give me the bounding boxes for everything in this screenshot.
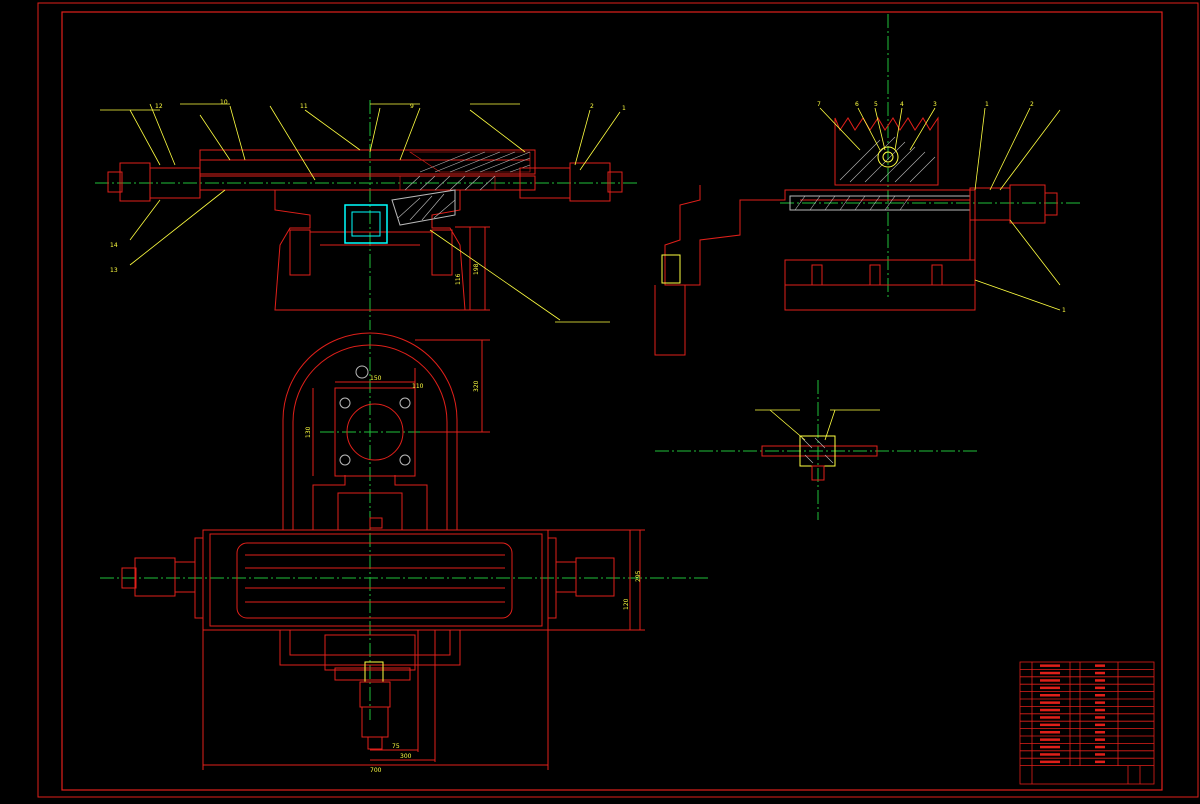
title-row-mark — [1040, 760, 1060, 764]
side-view — [654, 14, 1080, 356]
title-block-marks — [1040, 664, 1105, 764]
front-motor-flange — [344, 204, 388, 244]
plan-dim-150: 150 — [370, 375, 382, 382]
side-label-7: 7 — [817, 101, 821, 108]
title-row-mark — [1095, 701, 1105, 704]
front-label-11: 11 — [300, 103, 308, 110]
title-row-mark — [1095, 760, 1105, 764]
side-label-1a: 1 — [1062, 307, 1066, 314]
title-row-mark — [1095, 708, 1105, 712]
title-block — [1019, 661, 1155, 785]
front-leaders — [100, 103, 621, 323]
plan-dim-120: 120 — [623, 598, 630, 610]
title-row-mark — [1095, 716, 1105, 719]
side-label-5: 5 — [874, 101, 878, 108]
title-row-mark — [1040, 753, 1060, 756]
title-row-mark — [1040, 738, 1060, 741]
title-row-mark — [1040, 723, 1060, 727]
plan-view — [100, 332, 710, 770]
front-label-13: 13 — [110, 267, 118, 274]
front-dim-116: 116 — [455, 273, 462, 285]
front-label-12: 12 — [155, 103, 163, 110]
title-row-mark — [1040, 679, 1060, 682]
title-row-mark — [1040, 694, 1060, 697]
side-label-1b: 1 — [985, 101, 989, 108]
title-row-mark — [1095, 694, 1105, 697]
front-label-2: 2 — [590, 103, 594, 110]
plan-dim-75: 75 — [392, 743, 400, 750]
title-row-mark — [1095, 723, 1105, 727]
plan-dim-130: 130 — [305, 426, 312, 438]
front-label-group: 13 14 2 1 10 9 12 11 116 198 — [110, 99, 626, 285]
front-view — [95, 100, 640, 330]
plan-dim-300: 300 — [400, 753, 412, 760]
side-leaders — [819, 107, 1061, 311]
title-row-mark — [1040, 671, 1060, 675]
sheet-border — [37, 2, 1199, 798]
side-label-3: 3 — [933, 101, 937, 108]
plan-dim-group: 150 110 130 320 120 295 75 300 700 — [305, 375, 642, 774]
title-row-mark — [1095, 738, 1105, 741]
side-label-6: 6 — [855, 101, 859, 108]
front-hatch — [399, 151, 531, 191]
front-label-14: 14 — [110, 242, 118, 249]
front-dim-198: 198 — [473, 263, 480, 275]
title-row-mark — [1040, 708, 1060, 712]
side-label-2: 2 — [1030, 101, 1034, 108]
title-row-mark — [1095, 731, 1105, 734]
title-row-mark — [1040, 686, 1060, 690]
plan-dim-110: 110 — [412, 383, 424, 390]
title-row-mark — [1095, 745, 1105, 749]
title-row-mark — [1095, 679, 1105, 682]
plan-dim-320: 320 — [473, 380, 480, 392]
detail-view — [655, 380, 980, 520]
title-row-mark — [1040, 701, 1060, 704]
title-row-mark — [1040, 716, 1060, 719]
front-label-9: 9 — [410, 103, 414, 110]
front-label-10: 10 — [220, 99, 228, 106]
title-row-mark — [1095, 686, 1105, 690]
side-label-4: 4 — [900, 101, 904, 108]
plan-dim-295: 295 — [635, 570, 642, 582]
plan-dim-700: 700 — [370, 767, 382, 774]
title-row-mark — [1095, 753, 1105, 756]
title-row-mark — [1040, 731, 1060, 734]
title-row-mark — [1095, 671, 1105, 675]
drawing-frame — [61, 11, 1163, 791]
title-row-mark — [1040, 745, 1060, 749]
title-row-mark — [1040, 664, 1060, 667]
title-row-mark — [1095, 664, 1105, 667]
side-label-group: 7 6 5 4 3 2 1 1 — [817, 101, 1066, 314]
front-label-1: 1 — [622, 105, 626, 112]
